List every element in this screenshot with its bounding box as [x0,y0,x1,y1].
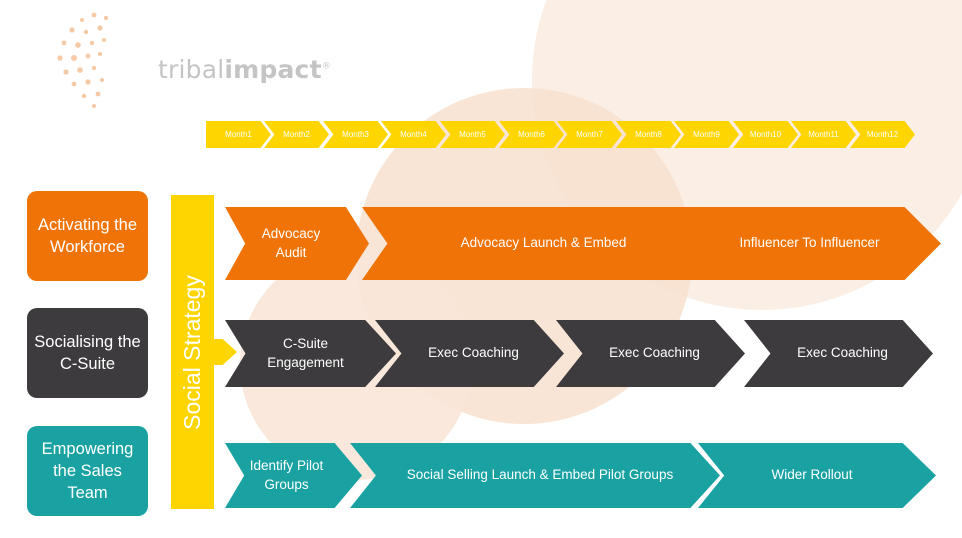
month-chevron: Month2 [264,121,329,148]
logo-word-light: tribal [158,55,225,84]
month-chevron: Month10 [733,121,798,148]
dots-mark-icon [57,12,109,108]
stage-identify-pilot-groups: Identify Pilot Groups [225,443,362,508]
row-label-activating-workforce: Activating the Workforce [27,191,148,281]
month-chevron: Month4 [381,121,446,148]
social-strategy-label: Social Strategy [171,195,214,509]
month-chevron: Month8 [616,121,681,148]
stage-exec-coaching-2: Exec Coaching [556,320,745,387]
row-label-empowering-sales: Empowering the Sales Team [27,426,148,516]
stage-social-selling-launch: Social Selling Launch & Embed Pilot Grou… [350,443,720,508]
stage-wider-rollout: Wider Rollout [698,443,936,508]
month-chevron: Month1 [206,121,271,148]
month-chevron: Month11 [791,121,856,148]
stage-influencer-to-influencer: Influencer To Influencer [698,207,941,280]
stage-csuite-engagement: C-Suite Engagement [225,320,396,387]
social-strategy-text: Social Strategy [179,274,206,430]
stage-exec-coaching-3: Exec Coaching [744,320,933,387]
social-strategy-bar [171,195,214,509]
tribal-impact-logo: tribalimpact® [56,10,331,110]
month-chevron: Month7 [557,121,622,148]
strategy-arrow-icon [213,339,237,365]
month-chevron: Month6 [499,121,564,148]
row-label-socialising-csuite: Socialising the C-Suite [27,308,148,398]
month-chevron: Month5 [440,121,505,148]
stage-advocacy-launch-embed: Advocacy Launch & Embed [362,207,725,280]
logo-word-bold: impact [224,55,322,84]
stage-advocacy-audit: Advocacy Audit [225,207,369,280]
logo-registered-mark: ® [321,61,331,72]
logo-wordmark: tribalimpact® [158,55,331,84]
stage-exec-coaching-1: Exec Coaching [375,320,564,387]
month-chevron: Month3 [323,121,388,148]
month-chevron: Month12 [850,121,915,148]
month-chevron: Month9 [674,121,739,148]
